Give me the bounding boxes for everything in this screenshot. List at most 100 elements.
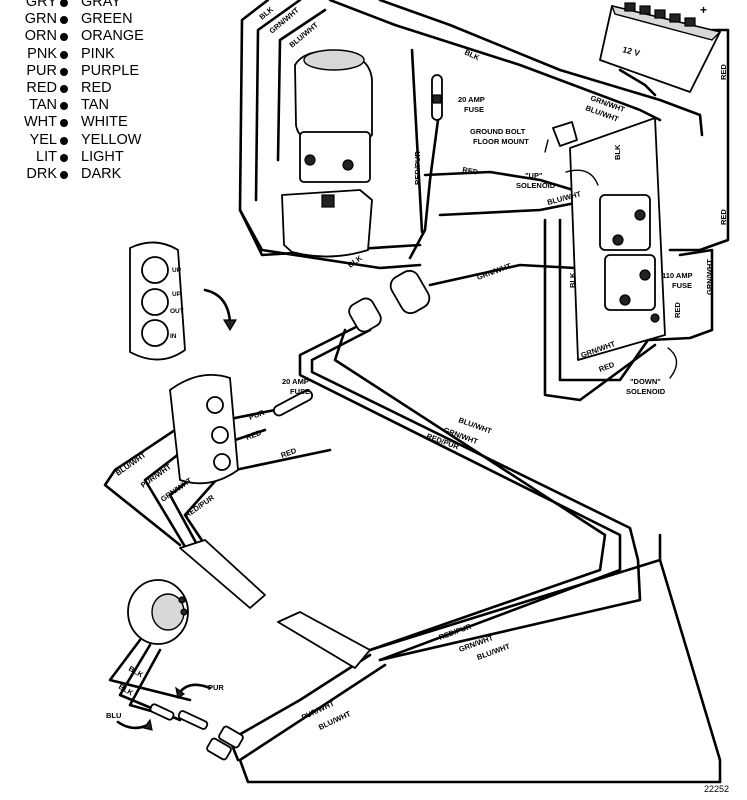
wire-label: RED <box>462 165 480 177</box>
remote-label: IN <box>170 333 177 340</box>
legend-row: WHT WHITE <box>0 114 150 131</box>
connector-body <box>389 269 431 315</box>
legend-abbr: LIT <box>36 148 57 165</box>
solenoid-assembly: "UP" SOLENOID 110 AMP FUSE "DOWN" SOLENO… <box>516 117 693 396</box>
legend-abbr: PNK <box>27 45 57 62</box>
up-solenoid-terminal <box>612 234 624 246</box>
legend-dot <box>60 33 68 42</box>
wire-redpur-vert <box>410 48 424 234</box>
switch-box: 20 AMP FUSE <box>169 373 314 485</box>
wire-grnwht-connector <box>428 263 577 287</box>
wire-bundle-a <box>298 323 622 662</box>
bullet-connector <box>218 725 244 749</box>
wire-label: RED/PUR <box>413 151 422 185</box>
wire-bundle-c <box>333 328 607 652</box>
battery-cell <box>639 5 651 15</box>
legend-dot <box>60 84 68 93</box>
wire-grnwht-top <box>254 0 302 202</box>
legend-dot <box>60 170 68 179</box>
ground-label: GROUND BOLT <box>470 127 526 136</box>
legend-name: GREEN <box>81 11 133 28</box>
down-solenoid-terminal <box>639 269 651 281</box>
up-solenoid-body <box>599 194 651 251</box>
remote-button-up-out[interactable] <box>141 288 169 316</box>
wire-lower-1 <box>228 653 372 762</box>
down-solenoid-arrow <box>667 347 678 379</box>
down-solenoid-label: SOLENOID <box>626 387 666 396</box>
up-solenoid-label: SOLENOID <box>516 181 556 190</box>
wire-label: BLU/WHT <box>114 450 148 477</box>
wire-labels: BLK GRN/WHT BLU/WHT BLK GRN/WHT BLU/WHT … <box>106 4 728 731</box>
battery: 12 V + <box>599 2 722 93</box>
legend-name: TAN <box>81 97 109 114</box>
trim-motor-plug <box>127 579 189 645</box>
bullet-connectors <box>116 683 244 761</box>
legend-abbr: GRY <box>25 0 57 10</box>
wire-red-to-solenoid <box>423 170 592 197</box>
battery-cell <box>684 17 696 27</box>
legend-dot <box>60 102 68 111</box>
legend-abbr: ORN <box>24 28 57 45</box>
fuse-label: FUSE <box>464 105 484 114</box>
harness-connector <box>348 269 431 333</box>
wire-label: GRN/WHT <box>705 259 714 295</box>
ground-arrow <box>544 139 549 153</box>
reservoir-cap <box>321 194 335 208</box>
battery-cell <box>654 9 666 19</box>
wire-red-down <box>558 218 657 382</box>
switch-terminal <box>213 453 231 471</box>
battery-plus-label: + <box>700 3 707 17</box>
legend-abbr: DRK <box>26 165 57 182</box>
legend-dot <box>60 153 68 162</box>
down-solenoid-label: "DOWN" <box>630 377 661 386</box>
legend-name: GRAY <box>81 0 122 10</box>
legend-dot <box>60 0 68 7</box>
legend-abbr: TAN <box>29 97 57 114</box>
wire-label: RED <box>598 360 617 374</box>
wire-label: RED <box>719 64 728 80</box>
remote-button-in[interactable] <box>141 319 169 347</box>
legend-name: WHITE <box>81 114 128 131</box>
switch-terminal <box>211 426 229 444</box>
legend-abbr: RED <box>26 79 57 96</box>
wire-fuse110-grnwht <box>648 248 714 342</box>
wire-bundle-b <box>310 328 642 662</box>
wire-label: RED <box>719 209 728 225</box>
wire-red-fuse-down <box>408 118 440 260</box>
fuse-holder-top: 20 AMP FUSE <box>431 74 485 121</box>
blu-arrow-head <box>142 718 153 731</box>
legend-name: ORANGE <box>81 28 144 45</box>
up-solenoid-terminal <box>634 209 646 221</box>
legend-name: DARK <box>81 165 122 182</box>
wire-red-long <box>233 448 332 472</box>
legend-dot <box>60 50 68 59</box>
wire-lower-3 <box>108 638 192 702</box>
remote-button-up[interactable] <box>141 256 169 284</box>
battery-cell <box>624 2 636 12</box>
wire-blk-pump-to-connector <box>238 208 422 270</box>
blu-arrow <box>116 720 150 730</box>
wire-label: PUR/WHT <box>139 462 173 490</box>
pur-arrow <box>178 683 212 694</box>
wire-grnwht-down <box>543 218 657 402</box>
wire-harness <box>103 0 730 784</box>
bullet-connector <box>177 710 209 730</box>
fuse-20-mid-label: 20 AMP <box>282 377 309 386</box>
legend-row: ORN ORANGE <box>0 28 150 45</box>
wire-lower-2 <box>238 558 722 784</box>
wire-bluwht-top <box>276 8 327 162</box>
trim-plug-pin <box>178 596 186 604</box>
remote-label: UP <box>172 291 182 298</box>
legend-dot <box>60 67 68 76</box>
battery-voltage-label: 12 V <box>622 44 642 58</box>
battery-cell <box>669 13 681 23</box>
remote-arrow <box>203 288 232 324</box>
remote-arrow-head <box>222 319 238 332</box>
sleeve-lower <box>277 611 371 669</box>
legend-abbr: WHT <box>23 114 57 131</box>
wire-bundle-d <box>368 533 662 652</box>
legend-abbr: PUR <box>26 62 57 79</box>
wire-label: BLU <box>106 711 121 720</box>
pump-motor <box>281 49 373 258</box>
